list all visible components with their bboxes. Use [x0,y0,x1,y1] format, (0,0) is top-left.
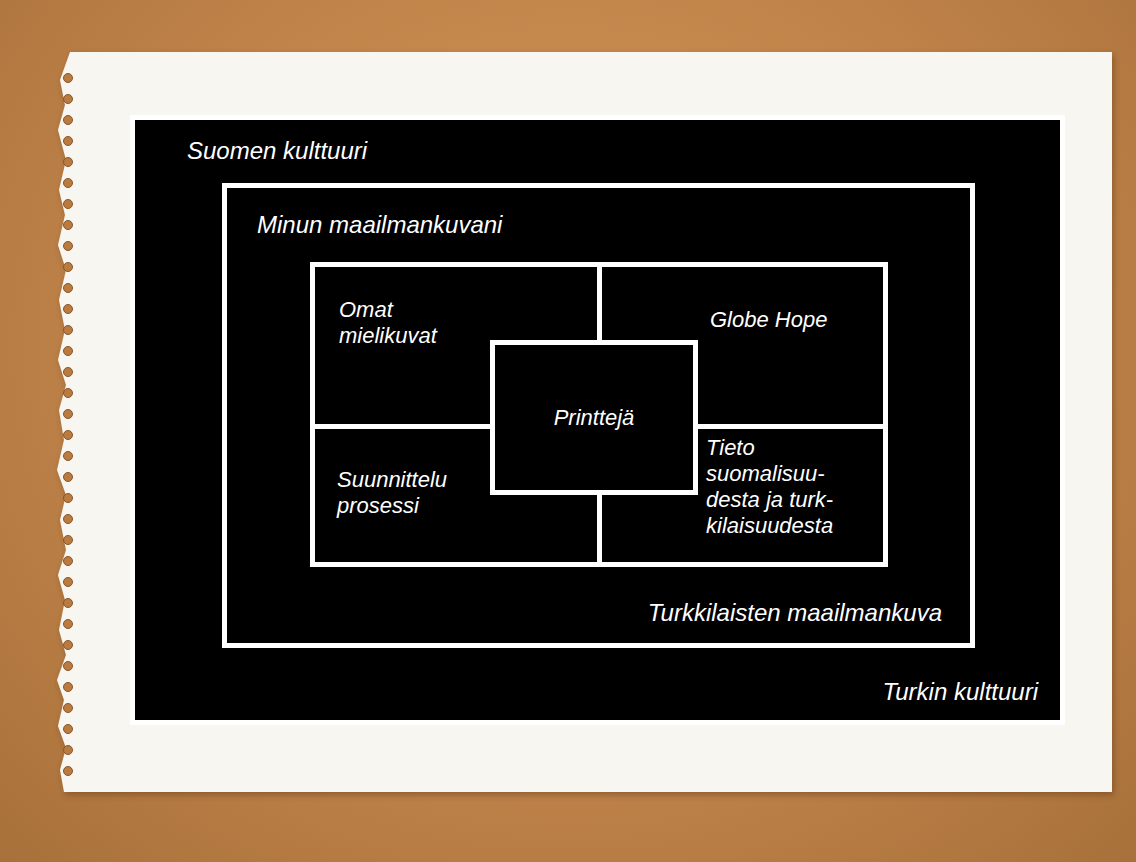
node-label: Suunnittelu prosessi [337,467,477,519]
worldview-frame: Minun maailmankuvaniTurkkilaisten maailm… [222,183,975,648]
center-box: Printtejä [490,340,698,495]
node-label: Globe Hope [710,307,880,333]
node-label: Omat mielikuvat [339,297,459,349]
node-label: Minun maailmankuvani [257,210,502,239]
node-sublabel: Turkkilaisten maailmankuva [648,598,942,627]
node-label: Tieto suomalisuu- desta ja turk- kilaisu… [706,435,866,539]
node-label: Printtejä [554,405,635,431]
culture-frame: Suomen kulttuuriTurkin kulttuuri Minun ma… [130,115,1065,725]
node-sublabel: Turkin kulttuuri [882,677,1038,706]
node-label: Suomen kulttuuri [187,136,367,165]
